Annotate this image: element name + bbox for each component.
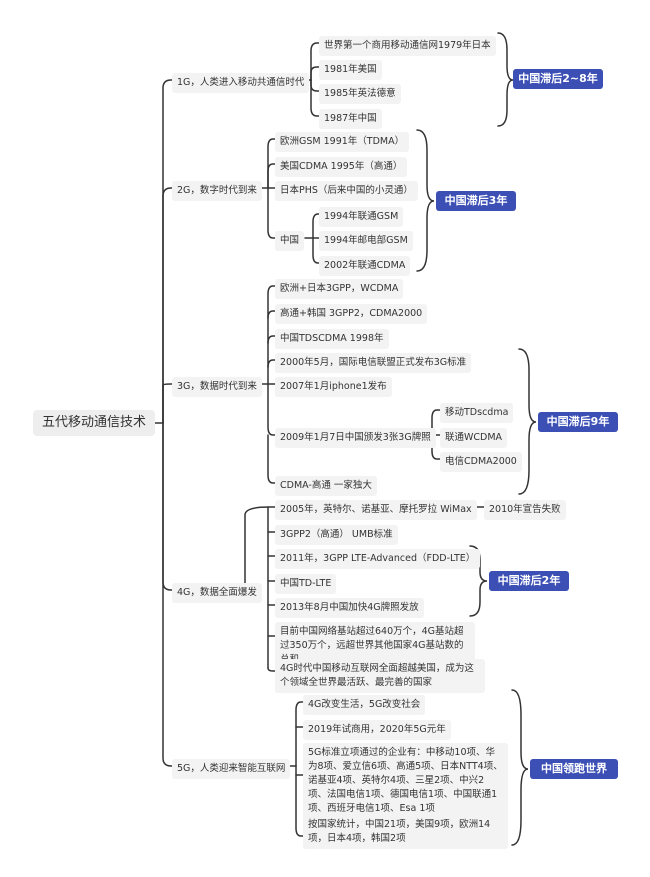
branch-4g-item[interactable]: 2013年8月中国加快4G牌照发放 — [275, 598, 424, 618]
branch-4g-wimax-result[interactable]: 2010年宣告失败 — [484, 500, 566, 520]
branch-5g-item[interactable]: 按国家统计，中国21项，美国9项，欧洲14项，日本4项，韩国2项 — [303, 815, 508, 849]
branch-4g-item[interactable]: 4G时代中国移动互联网全面超越美国，成为这个领域全世界最活跃、最完善的国家 — [275, 659, 485, 693]
summary-tag-5g[interactable]: 中国领跑世界 — [530, 759, 618, 779]
summary-tag-4g[interactable]: 中国滞后2年 — [489, 571, 569, 591]
branch-1g-item[interactable]: 世界第一个商用移动通信网1979年日本 — [319, 36, 496, 56]
branch-3g-license-item[interactable]: 联通WCDMA — [440, 428, 508, 448]
root-topic[interactable]: 五代移动通信技术 — [33, 410, 155, 436]
branch-3g-item[interactable]: 高通+韩国 3GPP2，CDMA2000 — [275, 304, 428, 324]
branch-1g-item[interactable]: 1987年中国 — [319, 109, 382, 129]
summary-tag-1g[interactable]: 中国滞后2~8年 — [513, 69, 603, 89]
branch-3g-item[interactable]: 2000年5月，国际电信联盟正式发布3G标准 — [275, 353, 472, 373]
branch-2g-china[interactable]: 中国 — [275, 231, 305, 251]
branch-2g[interactable]: 2G，数字时代到来 — [172, 181, 262, 201]
branch-1g-item[interactable]: 1981年美国 — [319, 60, 382, 80]
branch-4g[interactable]: 4G，数据全面爆发 — [172, 583, 262, 603]
branch-4g-item[interactable]: 中国TD-LTE — [275, 574, 337, 594]
branch-5g-item[interactable]: 5G标准立项通过的企业有：中移动10项、华为8项、爱立信6项、高通5项、日本NT… — [303, 743, 508, 819]
branch-1g-item[interactable]: 1985年英法德意 — [319, 84, 401, 104]
branch-2g-item[interactable]: 美国CDMA 1995年（高通） — [275, 157, 408, 177]
branch-5g-item[interactable]: 2019年试商用，2020年5G元年 — [303, 720, 451, 740]
branch-2g-china-item[interactable]: 2002年联通CDMA — [319, 256, 411, 276]
summary-tag-2g[interactable]: 中国滞后3年 — [436, 191, 516, 211]
summary-tag-3g[interactable]: 中国滞后9年 — [538, 412, 618, 432]
branch-2g-item[interactable]: 日本PHS（后来中国的小灵通） — [275, 181, 418, 201]
branch-5g[interactable]: 5G，人类迎来智能互联网 — [172, 759, 291, 779]
branch-4g-item[interactable]: 2011年，3GPP LTE-Advanced（FDD-LTE） — [275, 549, 481, 569]
branch-2g-china-item[interactable]: 1994年邮电部GSM — [319, 231, 413, 251]
branch-3g-item[interactable]: CDMA-高通 一家独大 — [275, 476, 377, 496]
branch-3g-license-item[interactable]: 移动TDscdma — [440, 403, 514, 423]
branch-1g[interactable]: 1G，人类进入移动共通信时代 — [172, 73, 310, 93]
branch-3g-item[interactable]: 欧洲+日本3GPP，WCDMA — [275, 279, 404, 299]
branch-3g-item[interactable]: 2007年1月iphone1发布 — [275, 377, 392, 397]
branch-3g-item[interactable]: 中国TDSCDMA 1998年 — [275, 329, 389, 349]
branch-3g-license-item[interactable]: 电信CDMA2000 — [440, 452, 522, 472]
branch-5g-item[interactable]: 4G改变生活，5G改变社会 — [303, 695, 426, 715]
branch-2g-item[interactable]: 欧洲GSM 1991年（TDMA） — [275, 132, 410, 152]
branch-2g-china-item[interactable]: 1994年联通GSM — [319, 207, 404, 227]
branch-4g-wimax[interactable]: 2005年，英特尔、诺基亚、摩托罗拉 WiMax — [275, 500, 477, 520]
branch-4g-item[interactable]: 3GPP2（高通） UMB标准 — [275, 525, 398, 545]
branch-3g[interactable]: 3G，数据时代到来 — [172, 377, 262, 397]
branch-3g-license[interactable]: 2009年1月7日中国颁发3张3G牌照 — [275, 428, 436, 448]
